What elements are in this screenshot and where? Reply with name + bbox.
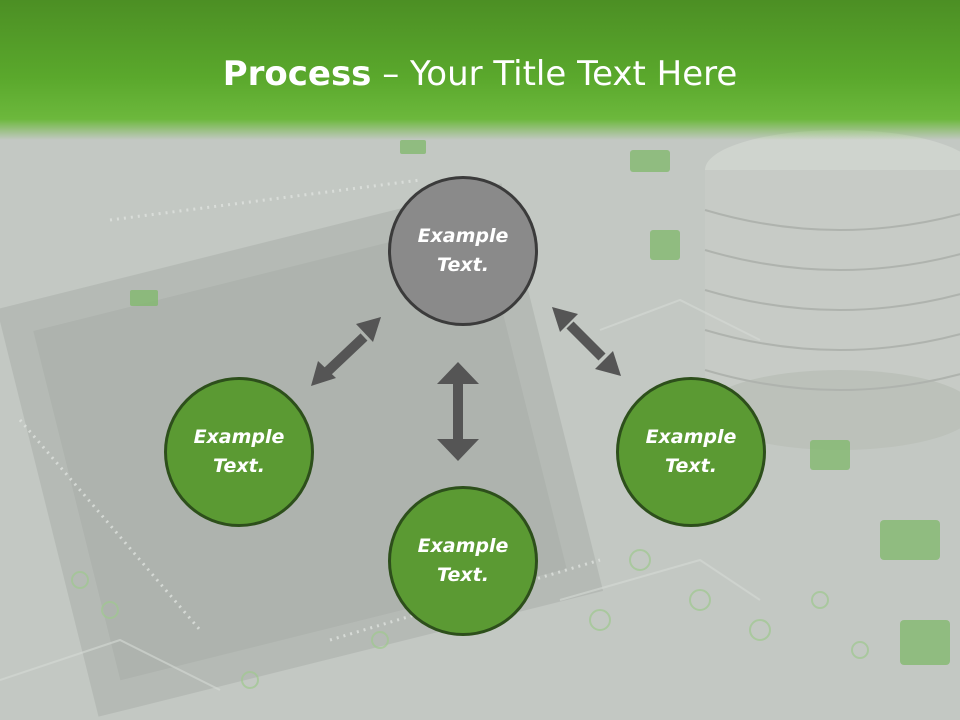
double-headed-arrow-icon [552,307,621,376]
node-text: Example Text. [645,426,737,477]
process-node-right[interactable]: Example Text. [616,377,766,527]
node-text: Example Text. [417,225,509,276]
title-bar [0,0,960,140]
title-rest: – Your Title Text Here [371,54,738,94]
title-bold: Process [222,54,372,94]
node-text: Example Text. [417,535,509,586]
slide-title: Process – Your Title Text Here [0,52,960,96]
double-headed-arrow-icon [437,362,479,461]
double-headed-arrow-icon [311,317,381,386]
process-node-bottom[interactable]: Example Text. [388,486,538,636]
node-text: Example Text. [193,426,285,477]
process-node-left[interactable]: Example Text. [164,377,314,527]
process-node-top[interactable]: Example Text. [388,176,538,326]
